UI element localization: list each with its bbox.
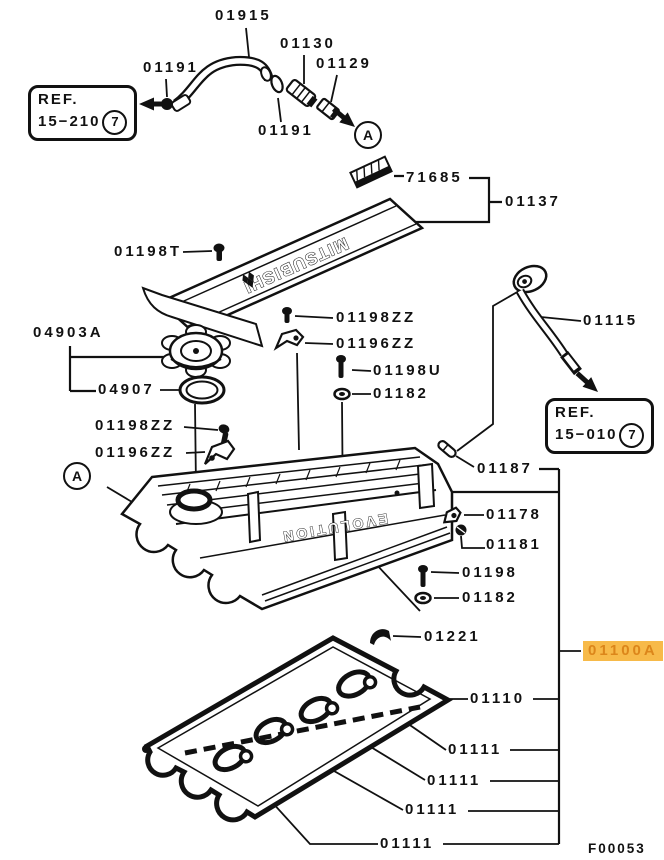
part-label-01111-4[interactable]: 01111 [380, 835, 435, 852]
view-marker-a-left: A [63, 462, 91, 490]
pin-01187-drawing [437, 440, 457, 458]
ref-box-15-010[interactable]: REF. 15−010 7 [545, 398, 655, 454]
ref-arrow-right-icon [572, 368, 603, 397]
part-label-01115[interactable]: 01115 [583, 312, 639, 329]
part-label-71685[interactable]: 71685 [406, 169, 463, 186]
ref-badge: 7 [102, 109, 128, 135]
part-label-01198T[interactable]: 01198T [114, 243, 183, 260]
part-label-01198U[interactable]: 01198U [373, 362, 443, 379]
part-label-01196ZZ-l[interactable]: 01196ZZ [95, 444, 176, 461]
part-label-04903A[interactable]: 04903A [33, 324, 104, 341]
ref-arrow-left-icon [139, 97, 167, 111]
part-label-01182-u[interactable]: 01182 [373, 385, 429, 402]
ref-box-line2: 15−010 [555, 426, 618, 444]
rocker-cover-drawing: EVOLUTION [120, 446, 454, 611]
part-label-01182-l[interactable]: 01182 [462, 589, 518, 606]
part-label-01129[interactable]: 01129 [316, 55, 372, 72]
part-label-01111-1[interactable]: 01111 [448, 741, 503, 758]
screw-01198T-drawing [213, 243, 225, 261]
part-label-01191-a[interactable]: 01191 [143, 59, 199, 76]
nut-01182-lower-drawing [414, 591, 432, 605]
part-label-01111-2[interactable]: 01111 [427, 772, 482, 789]
part-label-01196ZZ-r[interactable]: 01196ZZ [336, 335, 417, 352]
clamp-01196ZZ-right-drawing [273, 328, 305, 351]
part-label-01111-3[interactable]: 01111 [405, 801, 460, 818]
part-label-01137[interactable]: 01137 [505, 193, 561, 210]
union-01191-upper [161, 98, 173, 110]
plug-seal-drawing [336, 669, 378, 699]
clip-01221-drawing [370, 629, 391, 645]
screw-01198ZZ-right-drawing [282, 307, 292, 323]
clip-01178-drawing [442, 506, 462, 524]
plug-seal-drawing [298, 695, 340, 725]
plate-71685-drawing [349, 155, 393, 189]
nut-01182-upper-drawing [333, 387, 351, 401]
ref-box-line1: REF. [555, 404, 596, 421]
ref-box-15-210[interactable]: REF. 15−210 7 [28, 85, 138, 141]
bracket-lines [68, 174, 561, 844]
hose-end-fitting [170, 94, 192, 112]
part-label-01198ZZ-l[interactable]: 01198ZZ [95, 417, 176, 434]
clamp-01196ZZ-left-drawing [203, 439, 236, 465]
leader-lines [106, 27, 582, 845]
ref-badge: 7 [619, 422, 645, 448]
part-label-01221[interactable]: 01221 [424, 628, 481, 645]
part-label-01915[interactable]: 01915 [215, 7, 272, 24]
part-label-01181[interactable]: 01181 [486, 536, 542, 553]
ref-box-line2: 15−210 [38, 113, 101, 131]
oil-filler-cap-drawing [161, 324, 231, 378]
cover-gasket-drawing [142, 635, 454, 823]
bolt-01198-drawing [418, 565, 428, 587]
part-label-01178[interactable]: 01178 [486, 506, 542, 523]
mitsubishi-three-diamond-logo-icon [242, 271, 254, 288]
part-label-01110[interactable]: 01110 [470, 690, 526, 707]
plug-seal-drawing [253, 716, 295, 746]
breather-hose-01115-drawing [512, 264, 582, 376]
part-label-01198ZZ-r[interactable]: 01198ZZ [336, 309, 417, 326]
figure-code: F00053 [588, 841, 646, 856]
filler-cap-oring-drawing [178, 375, 226, 405]
ref-box-line1: REF. [38, 91, 79, 108]
part-label-01100A-highlighted[interactable]: 01100A [583, 641, 663, 661]
part-label-01191-b[interactable]: 01191 [258, 122, 314, 139]
plug-seal-drawing [212, 743, 254, 773]
bolt-01198U-drawing [336, 355, 346, 378]
part-label-01198[interactable]: 01198 [462, 564, 518, 581]
breather-hose-drawing [161, 55, 340, 121]
part-label-04907[interactable]: 04907 [98, 381, 155, 398]
view-marker-a-top: A [354, 121, 382, 149]
valve-01130 [285, 78, 318, 108]
clamp-01191-lower [270, 74, 284, 94]
part-label-01130[interactable]: 01130 [280, 35, 336, 52]
bolt-01181-drawing [455, 524, 467, 536]
part-label-01187[interactable]: 01187 [477, 460, 533, 477]
